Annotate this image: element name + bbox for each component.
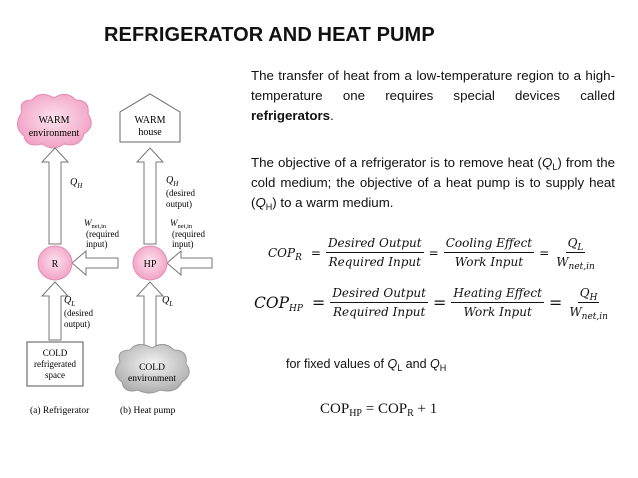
ref-cold-label: COLD <box>43 348 68 358</box>
hp-heat-out-arrow <box>135 147 165 245</box>
ref-heat-in-arrow <box>40 281 70 341</box>
cold-refrigerated-space-box <box>26 341 84 387</box>
hp-w-label-2: (required <box>172 229 205 239</box>
hp-qh-label: QH <box>166 175 179 188</box>
refrigerator-r-circle <box>37 245 73 281</box>
hp-qh-label-2: (desired <box>166 188 195 198</box>
ref-heat-out-arrow <box>40 147 70 245</box>
ref-ql-label-3: output) <box>64 319 90 329</box>
ref-ql-label: QL <box>64 295 75 308</box>
hp-hp-label: HP <box>144 259 157 270</box>
heat-pump-hp-circle <box>132 245 168 281</box>
hp-w-label: Wnet,in <box>170 218 193 230</box>
hp-heat-in-arrow <box>135 281 165 353</box>
ref-warm-label: WARM <box>38 115 69 126</box>
fixed-values-note: for fixed values of QL and QH <box>286 357 447 373</box>
ref-w-label: Wnet,in <box>84 218 107 230</box>
ref-warm-label-2: environment <box>29 128 80 139</box>
hp-w-label-3: input) <box>172 239 194 249</box>
cop-relation-equation: COPHP = COPR + 1 <box>320 401 438 419</box>
hp-ql-label: QL <box>162 295 173 308</box>
ref-r-label: R <box>52 259 59 270</box>
ref-work-input-arrow <box>71 249 119 277</box>
hp-cold-label-2: environment <box>128 374 176 384</box>
ref-w-label-2: (required <box>86 229 119 239</box>
slide-title: REFRIGERATOR AND HEAT PUMP <box>104 24 435 46</box>
intro-paragraph: The transfer of heat from a low-temperat… <box>251 68 615 123</box>
hp-cold-label: COLD <box>139 363 165 373</box>
warm-environment-cloud <box>17 94 92 149</box>
ref-cold-label-2: refrigerated <box>34 359 76 369</box>
hp-work-input-arrow <box>166 249 213 277</box>
ref-w-label-3: input) <box>86 239 108 249</box>
hp-warm-label: WARM <box>134 115 165 126</box>
objective-paragraph: The objective of a refrigerator is to re… <box>251 155 615 212</box>
refrigerator-caption: (a) Refrigerator <box>30 405 90 416</box>
ref-qh-label: QH <box>70 177 83 190</box>
refrigerator-heat-pump-diagram: WARM environment QH Wnet,in (required in… <box>17 93 213 416</box>
cold-environment-cloud <box>115 344 190 394</box>
heat-pump-caption: (b) Heat pump <box>120 405 176 416</box>
ref-cold-label-3: space <box>45 370 65 380</box>
warm-house-shape <box>119 93 181 143</box>
hp-qh-label-3: output) <box>166 199 192 209</box>
ref-ql-label-2: (desired <box>64 308 93 318</box>
hp-warm-label-2: house <box>138 127 162 138</box>
